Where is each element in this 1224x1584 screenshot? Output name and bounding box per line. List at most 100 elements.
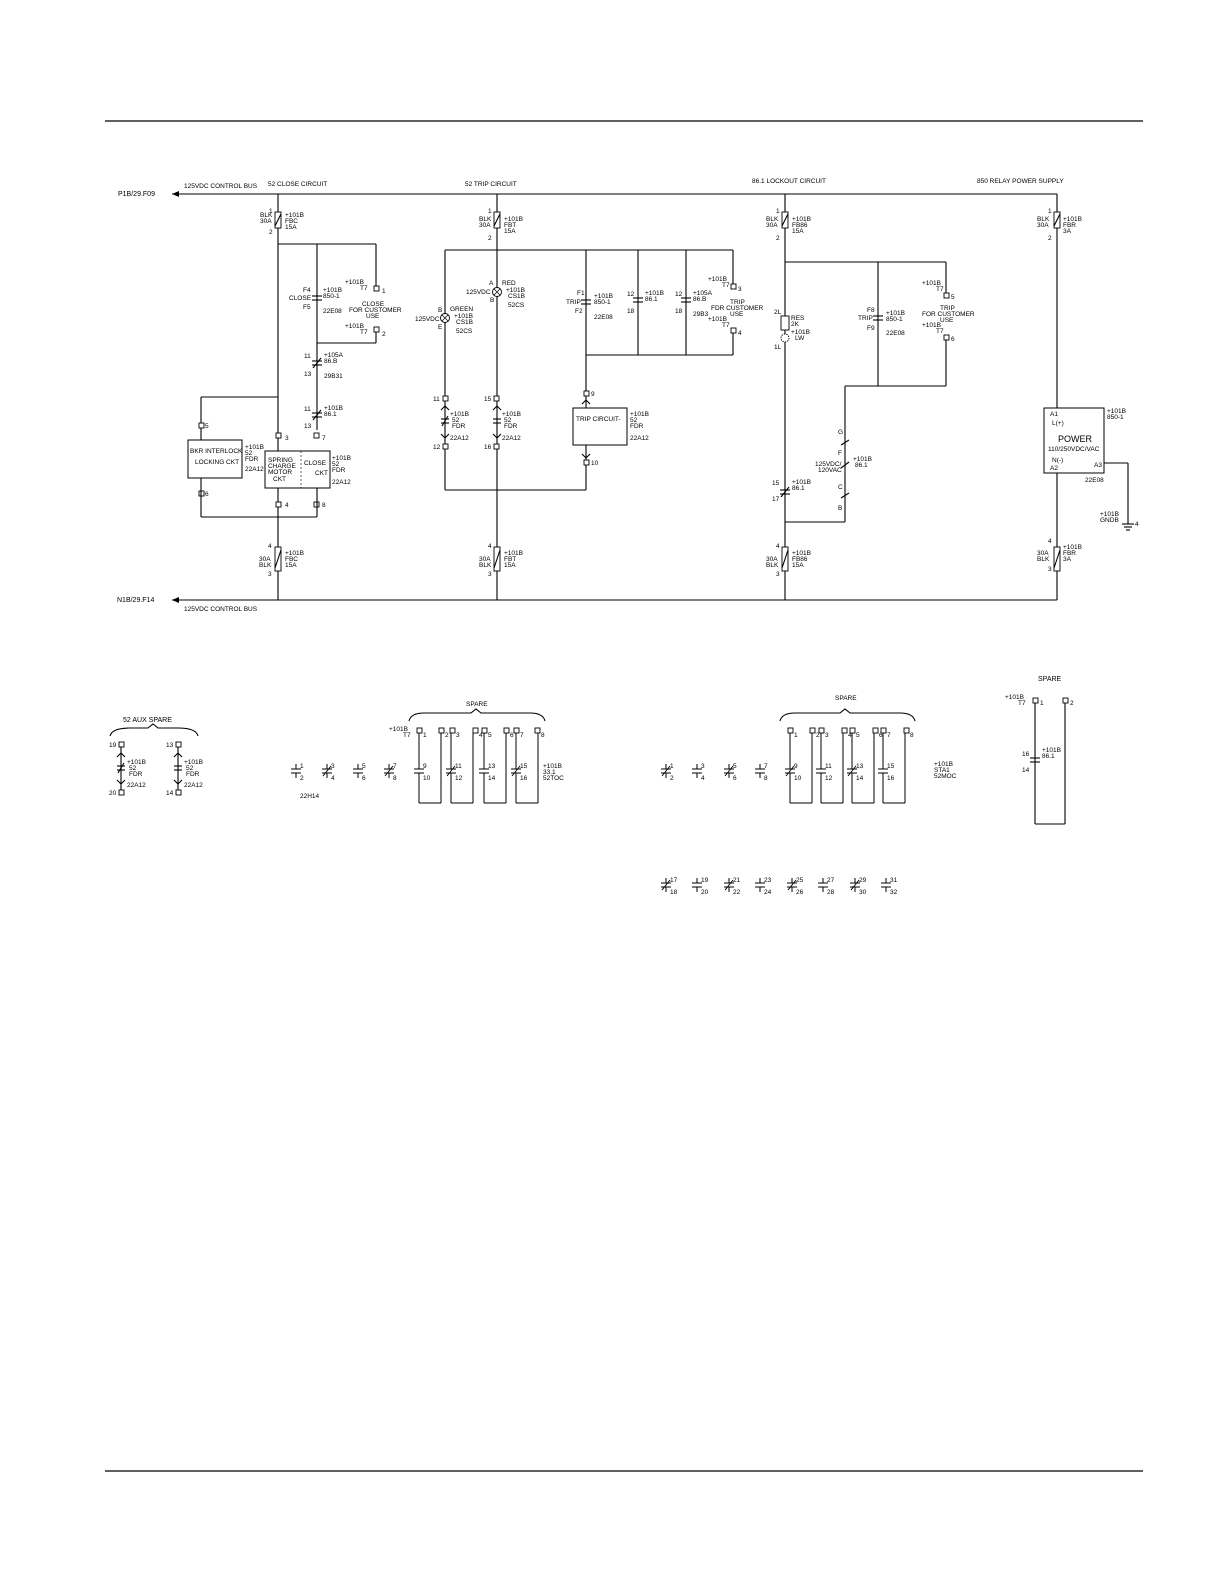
- svg-text:52: 52: [504, 417, 512, 424]
- svg-text:+101B: +101B: [285, 212, 304, 219]
- moc-contact-right: 910: [785, 763, 802, 782]
- svg-text:+105A: +105A: [324, 352, 344, 359]
- moc-contact-right-top-terminal: 13: [856, 763, 864, 770]
- svg-text:F: F: [838, 450, 842, 457]
- svg-text:4: 4: [1048, 538, 1052, 545]
- toc-contact-right: 910: [414, 763, 431, 782]
- bottom-bus: N1B/29.F14 125VDC CONTROL BUS: [117, 597, 1057, 613]
- svg-text:USE: USE: [730, 311, 744, 318]
- svg-text:+101B: +101B: [389, 726, 408, 733]
- svg-text:CS1B: CS1B: [456, 319, 473, 326]
- svg-text:+101B: +101B: [285, 550, 304, 557]
- moc-terminal-label: 2: [816, 732, 820, 739]
- svg-text:52: 52: [129, 765, 137, 772]
- svg-text:15A: 15A: [792, 228, 804, 235]
- svg-text:BLK: BLK: [766, 216, 779, 223]
- toc-terminal: [481, 727, 488, 734]
- moc-contact-right-bottom-terminal: 10: [794, 775, 802, 782]
- svg-text:BLK: BLK: [1037, 216, 1050, 223]
- svg-text:86.1: 86.1: [855, 462, 868, 469]
- moc-terminal: [849, 727, 856, 734]
- svg-text:FOR CUSTOMER: FOR CUSTOMER: [922, 311, 975, 318]
- svg-text:52CS: 52CS: [508, 302, 525, 309]
- fuse-fbr-bottom: 30A BLK +101B FBR 3A 4 3: [1037, 538, 1082, 573]
- svg-text:33.1: 33.1: [543, 769, 556, 776]
- svg-text:10: 10: [591, 460, 599, 467]
- toc-contact-left: 78: [384, 763, 397, 782]
- svg-text:+101B: +101B: [245, 444, 264, 451]
- svg-text:2: 2: [1048, 235, 1052, 242]
- svg-text:+101B: +101B: [791, 329, 810, 336]
- moc-terminal: [841, 727, 848, 734]
- lockout-circuit-title: 86.1 LOCKOUT CIRCUIT: [752, 178, 826, 185]
- svg-text:FDR: FDR: [452, 423, 466, 430]
- svg-text:15A: 15A: [504, 562, 516, 569]
- svg-text:3: 3: [268, 571, 272, 578]
- svg-text:CLOSE: CLOSE: [362, 301, 385, 308]
- svg-text:30A: 30A: [259, 556, 271, 563]
- svg-text:TRIP: TRIP: [858, 315, 873, 322]
- moc-contact-left: 34: [692, 763, 705, 782]
- toc-contact-left: 56: [353, 763, 366, 782]
- svg-text:SPRING: SPRING: [268, 457, 293, 464]
- svg-text:B: B: [490, 297, 494, 304]
- moc-terminal-label: 4: [848, 732, 852, 739]
- svg-text:29B31: 29B31: [324, 373, 343, 380]
- bottom-bus-ref: N1B/29.F14: [117, 597, 154, 604]
- svg-text:52TOC: 52TOC: [543, 775, 564, 782]
- moc-contact-left-top-terminal: 5: [733, 763, 737, 770]
- svg-text:18: 18: [675, 308, 683, 315]
- toc-contact-left: 34: [322, 763, 335, 782]
- svg-text:13: 13: [304, 423, 312, 430]
- moc-contact-bottom-bottom-terminal: 30: [859, 889, 867, 896]
- svg-text:FBC: FBC: [285, 218, 298, 225]
- svg-text:15A: 15A: [285, 562, 297, 569]
- svg-text:4: 4: [776, 543, 780, 550]
- toc-contact-left-top-terminal: 3: [331, 763, 335, 770]
- toc-contact-right-top-terminal: 13: [488, 763, 496, 770]
- svg-text:+101B: +101B: [853, 456, 872, 463]
- moc-contact-right-bottom-terminal: 12: [825, 775, 833, 782]
- svg-text:19: 19: [109, 742, 117, 749]
- moc-contact-left-bottom-terminal: 6: [733, 775, 737, 782]
- svg-text:GNDB: GNDB: [1100, 517, 1119, 524]
- svg-text:T7: T7: [936, 328, 944, 335]
- svg-text:+101B: +101B: [708, 316, 727, 323]
- svg-text:52: 52: [630, 417, 638, 424]
- toc-contact-left-bottom-terminal: 4: [331, 775, 335, 782]
- svg-text:30A: 30A: [479, 222, 491, 229]
- toc-terminal-label: 5: [488, 732, 492, 739]
- svg-text:52CS: 52CS: [456, 328, 473, 335]
- svg-text:850-1: 850-1: [1107, 414, 1124, 421]
- svg-text:52: 52: [186, 765, 194, 772]
- svg-text:+101B: +101B: [886, 310, 905, 317]
- moc-terminal-label: 6: [879, 732, 883, 739]
- moc-terminal: [872, 727, 879, 734]
- svg-text:8: 8: [322, 502, 326, 509]
- svg-text:T7: T7: [360, 285, 368, 292]
- svg-text:+101B: +101B: [922, 280, 941, 287]
- svg-text:1: 1: [1040, 700, 1044, 707]
- svg-text:6: 6: [205, 491, 209, 498]
- svg-text:3: 3: [488, 571, 492, 578]
- svg-text:3A: 3A: [1063, 228, 1072, 235]
- moc-contact-left: 12: [661, 763, 674, 782]
- svg-text:CLOSE: CLOSE: [289, 295, 312, 302]
- svg-text:15A: 15A: [285, 224, 297, 231]
- moc-contact-bottom-top-terminal: 19: [701, 877, 709, 884]
- svg-text:FB86: FB86: [792, 222, 808, 229]
- svg-text:USE: USE: [366, 313, 380, 320]
- toc-terminal: [513, 727, 520, 734]
- fuse-fb86-bottom: 30A BLK +101B FB86 15A 4 3: [766, 543, 811, 578]
- trip-circuit: A RED 125VDC B +101B CS1B 52CS B GREEN 1…: [415, 249, 764, 491]
- svg-text:86.1: 86.1: [1042, 753, 1055, 760]
- svg-text:FBT: FBT: [504, 556, 516, 563]
- svg-text:14: 14: [1022, 767, 1030, 774]
- svg-text:+101B: +101B: [184, 759, 203, 766]
- toc-contact-right-bottom-terminal: 16: [520, 775, 528, 782]
- svg-text:30A: 30A: [479, 556, 491, 563]
- svg-text:LW: LW: [795, 335, 805, 342]
- svg-text:30A: 30A: [766, 556, 778, 563]
